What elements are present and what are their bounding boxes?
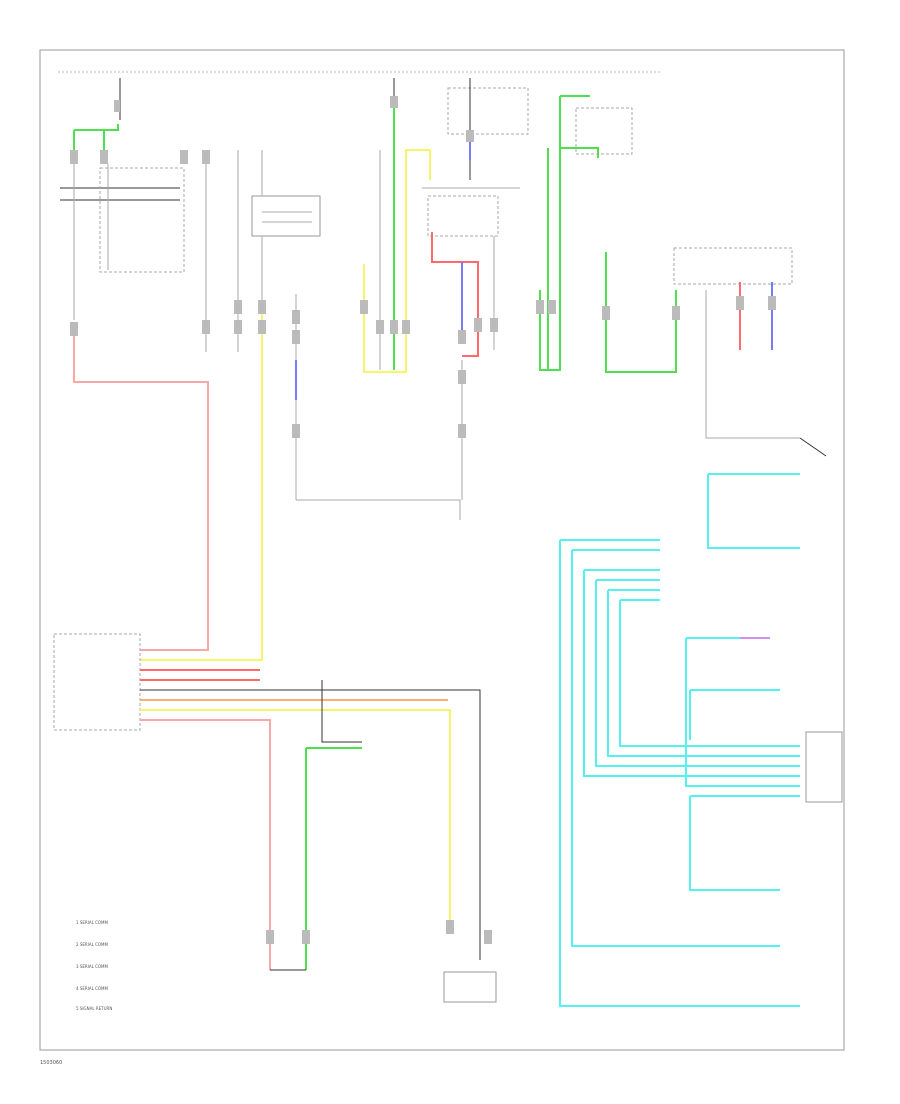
- legend: 1 SERIAL COMM 2 SERIAL COMM 3 SERIAL COM…: [76, 920, 112, 1011]
- legend-item-2: 2 SERIAL COMM: [76, 942, 108, 947]
- can-bus-group: [559, 473, 843, 1007]
- footer-code: 1503060: [40, 1060, 62, 1066]
- bottom-module-group: [53, 633, 497, 1003]
- legend-item-3: 3 SERIAL COMM: [76, 964, 108, 969]
- green-relay-group: [536, 95, 680, 373]
- legend-item-5: 5 SIGNAL RETURN: [76, 1006, 112, 1011]
- mid-fuse-group: [360, 78, 431, 373]
- legend-item-4: 4 SERIAL COMM: [76, 986, 108, 991]
- left-fuse-relay-group: [60, 78, 242, 651]
- legend-item-1: 1 SERIAL COMM: [76, 920, 108, 925]
- center-sensor-group: [292, 294, 461, 520]
- right-relay-group: [422, 78, 529, 500]
- center-relay-group: [140, 150, 321, 661]
- diagram-frame: [39, 49, 845, 1051]
- right-connector-group: [673, 247, 827, 457]
